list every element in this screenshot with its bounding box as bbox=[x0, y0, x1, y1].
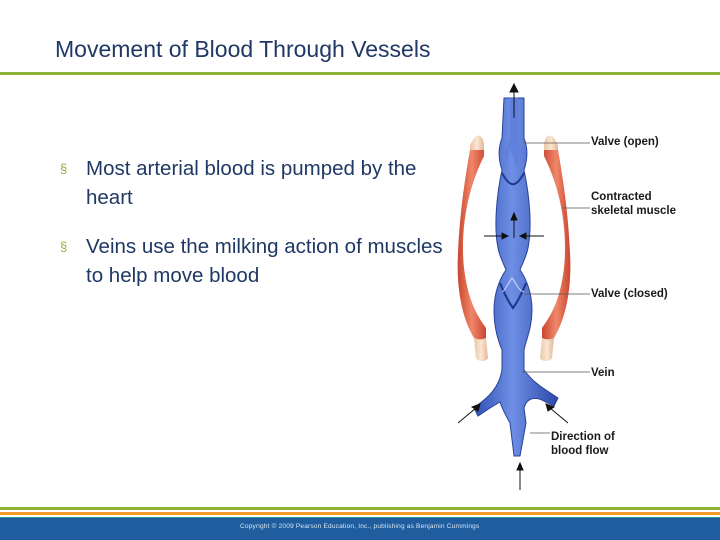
bullet-item: § Most arterial blood is pumped by the h… bbox=[60, 154, 460, 212]
slide-title: Movement of Blood Through Vessels bbox=[55, 36, 430, 63]
right-muscle bbox=[540, 136, 570, 361]
bullet-text: Most arterial blood is pumped by the hea… bbox=[86, 157, 416, 209]
bullet-text: Veins use the milking action of muscles … bbox=[86, 235, 443, 287]
bullet-marker: § bbox=[60, 154, 67, 183]
bullet-list: § Most arterial blood is pumped by the h… bbox=[60, 154, 460, 310]
label-direction: Direction of blood flow bbox=[551, 430, 641, 458]
bullet-item: § Veins use the milking action of muscle… bbox=[60, 232, 460, 290]
label-valve-open: Valve (open) bbox=[591, 135, 659, 149]
copyright-text: Copyright © 2009 Pearson Education, Inc.… bbox=[240, 523, 479, 530]
left-muscle bbox=[458, 136, 488, 361]
label-valve-closed: Valve (closed) bbox=[591, 287, 668, 301]
label-contracted-muscle: Contracted skeletal muscle bbox=[591, 190, 681, 218]
title-rule bbox=[0, 72, 720, 75]
label-vein: Vein bbox=[591, 366, 615, 380]
bullet-marker: § bbox=[60, 232, 67, 261]
